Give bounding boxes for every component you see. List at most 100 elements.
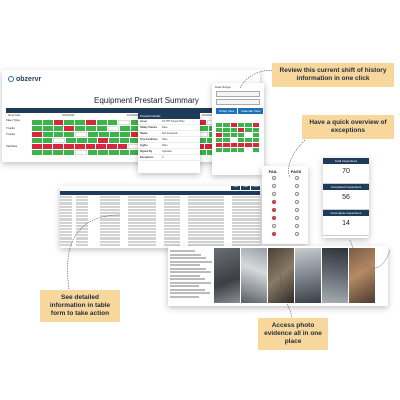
- grid-cell[interactable]: [32, 144, 42, 149]
- photo-list-item[interactable]: [170, 267, 206, 270]
- grid-cell[interactable]: [119, 138, 130, 143]
- grid-cell[interactable]: [75, 132, 87, 137]
- grid-cell[interactable]: [42, 132, 53, 137]
- grid-cell[interactable]: [85, 120, 96, 125]
- grid-cell[interactable]: [130, 138, 141, 143]
- photo-thumbnail[interactable]: [241, 248, 267, 303]
- exception-row[interactable]: [262, 206, 308, 214]
- table-row[interactable]: [60, 205, 260, 208]
- grid-cell[interactable]: [74, 144, 85, 149]
- grid-cell[interactable]: [42, 138, 53, 143]
- grid-cell[interactable]: [85, 144, 96, 149]
- today-view-button[interactable]: Today View: [216, 108, 238, 114]
- week-column-1[interactable]: 18/04/2022: [62, 114, 75, 117]
- table-row[interactable]: [60, 196, 260, 199]
- grid-cell[interactable]: [42, 126, 53, 131]
- grid-cell[interactable]: [87, 150, 98, 155]
- table-row[interactable]: [60, 218, 260, 221]
- grid-cell[interactable]: [85, 126, 96, 131]
- photo-list-item[interactable]: [170, 274, 200, 277]
- grid-cell[interactable]: [130, 150, 141, 155]
- date-from-input[interactable]: [216, 91, 260, 97]
- week-column-3[interactable]: 4/04/2022: [202, 114, 214, 117]
- grid-cell[interactable]: [196, 150, 207, 155]
- grid-cell[interactable]: [64, 144, 74, 149]
- grid-cell[interactable]: [32, 138, 42, 143]
- photo-list-item[interactable]: [170, 292, 211, 294]
- grid-cell[interactable]: [109, 132, 120, 137]
- week-column-2[interactable]: 11/04/2022: [127, 114, 140, 117]
- grid-cell[interactable]: [53, 120, 64, 125]
- table-row[interactable]: [60, 234, 260, 237]
- table-row[interactable]: [60, 240, 260, 243]
- grid-cell[interactable]: [98, 132, 109, 137]
- date-to-input[interactable]: [216, 99, 260, 105]
- photo-thumbnail[interactable]: [322, 248, 348, 303]
- photo-list-item[interactable]: [170, 260, 212, 263]
- grid-cell[interactable]: [74, 150, 87, 155]
- grid-cell[interactable]: [75, 120, 85, 125]
- exception-row[interactable]: [262, 222, 308, 230]
- table-row[interactable]: [60, 224, 260, 227]
- exception-row[interactable]: [262, 182, 308, 190]
- exception-row[interactable]: [262, 214, 308, 222]
- grid-cell[interactable]: [53, 126, 64, 131]
- grid-cell[interactable]: [87, 132, 98, 137]
- grid-cell[interactable]: [64, 126, 75, 131]
- grid-cell[interactable]: [120, 132, 131, 137]
- photo-thumbnail[interactable]: [268, 248, 294, 303]
- grid-cell[interactable]: [196, 138, 207, 143]
- grid-cell[interactable]: [96, 144, 106, 149]
- table-row[interactable]: [60, 208, 260, 211]
- table-row[interactable]: [60, 215, 260, 218]
- table-row[interactable]: [60, 221, 260, 224]
- grid-cell[interactable]: [117, 144, 128, 149]
- grid-cell[interactable]: [119, 150, 130, 155]
- grid-cell[interactable]: [197, 126, 208, 131]
- photo-list-item[interactable]: [170, 271, 212, 273]
- photo-thumbnail[interactable]: [295, 248, 321, 303]
- photo-list-item[interactable]: [170, 281, 211, 284]
- tab-photos[interactable]: Photos: [251, 186, 260, 190]
- grid-cell[interactable]: [64, 150, 74, 155]
- table-row[interactable]: [60, 202, 260, 205]
- exception-row[interactable]: [262, 230, 308, 238]
- grid-cell[interactable]: [64, 120, 75, 125]
- grid-cell[interactable]: [32, 150, 42, 155]
- grid-cell[interactable]: [106, 144, 117, 149]
- tab-date[interactable]: Date: [231, 186, 240, 190]
- grid-cell[interactable]: [75, 126, 85, 131]
- grid-cell[interactable]: [107, 120, 118, 125]
- grid-cell[interactable]: [87, 138, 98, 143]
- grid-cell[interactable]: [42, 144, 53, 149]
- grid-cell[interactable]: [131, 126, 141, 131]
- grid-cell[interactable]: [42, 120, 53, 125]
- grid-cell[interactable]: [96, 126, 107, 131]
- grid-cell[interactable]: [53, 138, 66, 143]
- photo-list-item[interactable]: [170, 253, 201, 256]
- grid-cell[interactable]: [64, 132, 75, 137]
- photo-list[interactable]: [170, 250, 212, 299]
- calendar-view-button[interactable]: Calendar View: [238, 108, 264, 114]
- grid-cell[interactable]: [107, 126, 120, 131]
- grid-cell[interactable]: [131, 132, 141, 137]
- grid-cell[interactable]: [66, 138, 76, 143]
- grid-cell[interactable]: [98, 138, 108, 143]
- grid-cell[interactable]: [53, 144, 64, 149]
- grid-cell[interactable]: [118, 120, 131, 125]
- grid-cell[interactable]: [108, 150, 119, 155]
- table-row[interactable]: [60, 227, 260, 231]
- exception-row[interactable]: [262, 174, 308, 182]
- exception-row[interactable]: [262, 198, 308, 206]
- exception-row[interactable]: [262, 190, 308, 198]
- photo-thumbnail[interactable]: [349, 248, 375, 303]
- grid-cell[interactable]: [98, 150, 108, 155]
- grid-cell[interactable]: [96, 120, 107, 125]
- table-row[interactable]: [60, 211, 260, 215]
- grid-cell[interactable]: [32, 120, 42, 125]
- table-body[interactable]: [60, 196, 260, 247]
- photo-list-item[interactable]: [170, 295, 199, 298]
- photo-list-item[interactable]: [170, 264, 201, 266]
- grid-cell[interactable]: [53, 132, 64, 137]
- grid-cell[interactable]: [53, 150, 64, 155]
